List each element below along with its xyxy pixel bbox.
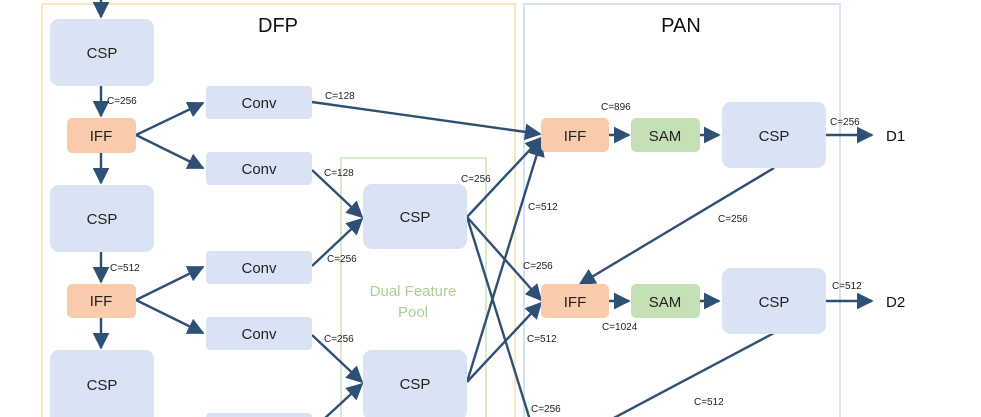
conv-1: [206, 86, 312, 119]
pan-iff-1: [541, 118, 609, 152]
arrow-iff2-conv4: [135, 298, 205, 335]
label-c256-top: C=256: [107, 96, 137, 107]
label-iff2-c: C=1024: [602, 322, 638, 333]
pool-csp-1-label: CSP: [400, 209, 431, 226]
output-d1: D1: [886, 128, 905, 145]
arrow-conv5-pool-csp2: [324, 382, 364, 417]
arrow-pancsp1-iff2: [578, 166, 775, 286]
conv-3-label: Conv: [241, 260, 277, 277]
arrow-poolcsp2-iff1: [465, 139, 545, 383]
label-conv3-out: C=256: [327, 254, 357, 265]
dual-feature-pool-region: [340, 157, 487, 417]
backbone-iff-2-label: IFF: [90, 293, 113, 310]
pool-title-line1: Dual Feature: [370, 283, 457, 300]
conv-4: [206, 317, 312, 350]
pan-iff-2-label: IFF: [564, 294, 587, 311]
conv-3: [206, 251, 312, 284]
label-conv2-out: C=128: [324, 168, 354, 179]
label-c512-mid: C=512: [110, 263, 140, 274]
backbone-csp-1: [50, 19, 154, 86]
pool-csp-1: [363, 184, 467, 249]
arrow-pancsp2-down: [613, 331, 775, 417]
arrow-conv2-pool-csp1: [311, 169, 364, 219]
arrow-iff2-conv3: [135, 265, 205, 302]
label-c512-to-iff1: C=512: [528, 202, 558, 213]
label-iff1-c: C=896: [601, 102, 631, 113]
arrow-poolcsp2-iff2: [466, 301, 543, 383]
conv-2-label: Conv: [241, 161, 277, 178]
backbone-csp-2: [50, 185, 154, 252]
backbone-csp-2-label: CSP: [87, 211, 118, 228]
pool-title-line2: Pool: [398, 304, 428, 321]
output-d2: D2: [886, 294, 905, 311]
pan-csp-2: [722, 268, 826, 334]
backbone-iff-1: [67, 118, 136, 153]
backbone-csp-3: [50, 350, 154, 417]
pan-iff-1-label: IFF: [564, 128, 587, 145]
pan-title: PAN: [661, 15, 701, 37]
label-conv1-out: C=128: [325, 91, 355, 102]
label-conv4-out: C=256: [324, 334, 354, 345]
backbone-iff-2: [67, 284, 136, 318]
label-pancsp1-to-iff2: C=256: [718, 214, 748, 225]
pan-csp-1: [722, 102, 826, 168]
pan-sam-1-label: SAM: [649, 128, 682, 145]
arrow-poolcsp1-down: [465, 216, 531, 417]
arrow-conv4-pool-csp2: [311, 334, 364, 384]
pool-csp-2: [363, 350, 467, 417]
backbone-csp-3-label: CSP: [87, 377, 118, 394]
pan-iff-2: [541, 284, 609, 318]
arrow-iff1-conv1: [135, 101, 205, 137]
dfp-title: DFP: [258, 15, 298, 37]
conv-2: [206, 152, 312, 185]
label-d2-c: C=512: [832, 281, 862, 292]
label-c512-low: C=512: [527, 334, 557, 345]
conv-5: [206, 413, 312, 417]
label-poolcsp1-out: C=256: [461, 174, 491, 185]
pan-csp-1-label: CSP: [759, 128, 790, 145]
pan-region: [523, 3, 841, 417]
label-d1-c: C=256: [830, 117, 860, 128]
backbone-csp-1-label: CSP: [87, 45, 118, 62]
arrow-conv3-pool-csp1: [311, 217, 364, 267]
arrow-conv1-pan-iff1: [311, 100, 542, 141]
label-pancsp2-down: C=512: [694, 397, 724, 408]
pan-csp-2-label: CSP: [759, 294, 790, 311]
dfp-region: [41, 3, 516, 417]
pool-csp-2-label: CSP: [400, 376, 431, 393]
label-c256-to-iff2: C=256: [523, 261, 553, 272]
arrow-iff1-conv2: [135, 133, 205, 170]
pan-sam-2-label: SAM: [649, 294, 682, 311]
conv-1-label: Conv: [241, 95, 277, 112]
backbone-iff-1-label: IFF: [90, 128, 113, 145]
pan-sam-1: [631, 118, 700, 152]
conv-4-label: Conv: [241, 326, 277, 343]
label-c256-bottom: C=256: [531, 404, 561, 415]
pan-sam-2: [631, 284, 700, 318]
